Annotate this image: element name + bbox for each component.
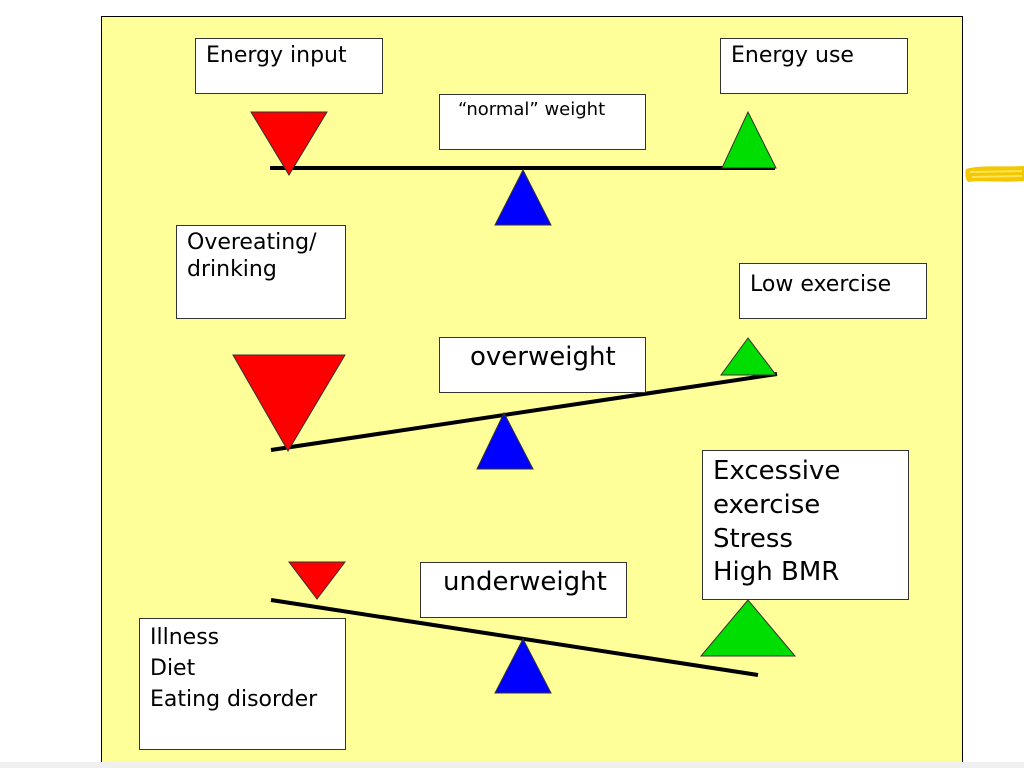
illness-line-2: Diet	[150, 655, 196, 681]
excessive-line-3: Stress	[713, 523, 793, 554]
excessive-exercise-label: Excessive exercise Stress High BMR	[702, 450, 909, 600]
excessive-line-2: exercise	[713, 489, 821, 520]
bottom-strip	[0, 762, 1024, 768]
illness-marker-icon	[287, 561, 347, 600]
overeating-line-2: drinking	[187, 256, 277, 282]
beam-underweight	[270, 598, 759, 677]
low-exercise-label: Low exercise	[739, 263, 927, 319]
seesaw-diagram	[232, 110, 797, 694]
beam-overweight	[270, 372, 778, 452]
illness-line-3: Eating disorder	[150, 686, 318, 712]
energy-use-marker-icon	[721, 110, 777, 169]
overeating-marker-icon	[232, 354, 346, 452]
excessive-exercise-marker-icon	[699, 599, 797, 657]
energy-input-marker-icon	[250, 111, 328, 176]
energy-input-label: Energy input	[195, 38, 383, 94]
illness-line-1: Illness	[150, 625, 220, 650]
fulcrum-normal-icon	[494, 168, 552, 226]
low-exercise-marker-icon	[720, 337, 778, 376]
overeating-line-1: Overeating/	[187, 230, 317, 255]
fulcrum-underweight-icon	[494, 637, 552, 694]
overweight-state-label: overweight	[439, 337, 646, 393]
fulcrum-overweight-icon	[476, 411, 534, 470]
normal-weight-label: “normal” weight	[439, 94, 646, 150]
excessive-line-1: Excessive	[713, 456, 841, 486]
slide-canvas: Energy input Energy use “normal” weight …	[101, 16, 963, 768]
brush-stroke-decoration	[965, 166, 1024, 182]
excessive-line-4: High BMR	[713, 557, 840, 588]
illness-label: Illness Diet Eating disorder	[139, 618, 346, 750]
overeating-label: Overeating/ drinking	[176, 225, 346, 319]
energy-use-label: Energy use	[720, 38, 908, 94]
underweight-state-label: underweight	[420, 562, 627, 618]
